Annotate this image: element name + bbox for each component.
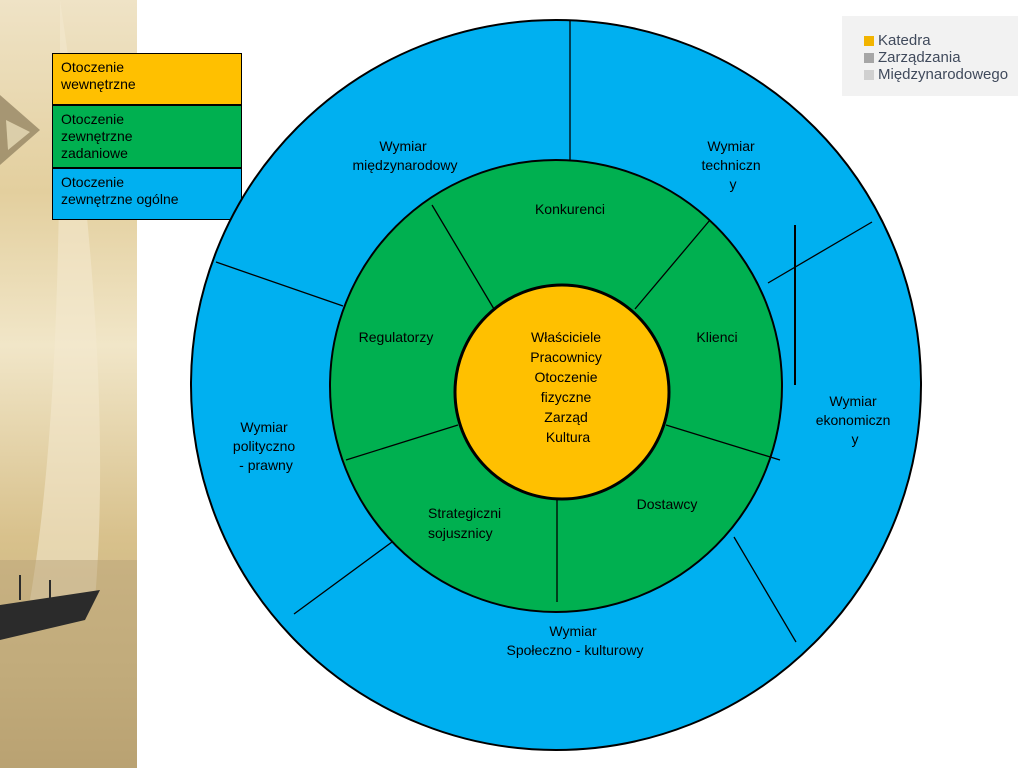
legend-task-line-3: zadaniowe xyxy=(61,145,128,161)
label-regulatorzy: Regulatorzy xyxy=(359,329,434,345)
middle-divider xyxy=(431,204,495,310)
label-wymiar-techniczny: Wymiar techniczn y xyxy=(701,138,764,192)
middle-divider xyxy=(665,424,781,461)
label-klienci: Klienci xyxy=(696,329,737,345)
legend-task-environment: Otoczenie zewnętrzne zadaniowe xyxy=(52,105,242,168)
department-logo: Katedra Zarządzania Międzynarodowego xyxy=(842,16,1018,96)
outer-divider xyxy=(215,261,344,307)
middle-divider xyxy=(345,424,459,461)
label-wymiar-ekonomiczny: Wymiar ekonomiczn y xyxy=(816,393,895,447)
logo-line-2: Zarządzania xyxy=(878,49,961,66)
middle-ring-dividers xyxy=(345,204,781,602)
logo-line-1: Katedra xyxy=(878,32,931,49)
legend-internal-line-2: wewnętrzne xyxy=(61,76,136,92)
legend-internal-line-1: Otoczenie xyxy=(61,59,125,75)
legend-task-line-1: Otoczenie xyxy=(61,111,125,127)
outer-divider xyxy=(733,536,797,643)
legend-general-line-1: Otoczenie xyxy=(61,174,125,190)
legend-general-line-2: zewnętrzne ogólne xyxy=(61,191,179,207)
label-wymiar-miedzynarodowy: Wymiar międzynarodowy xyxy=(352,138,457,173)
label-dostawcy: Dostawcy xyxy=(637,496,698,512)
legend-internal-environment: Otoczenie wewnętrzne xyxy=(52,53,242,105)
sail-illustration xyxy=(0,0,137,768)
logo-square-icon xyxy=(864,36,874,46)
logo-square-icon xyxy=(864,70,874,80)
legend-task-line-2: zewnętrzne xyxy=(61,128,133,144)
label-core-elements: Właściciele Pracownicy Otoczenie fizyczn… xyxy=(530,329,605,445)
outer-ring-dividers xyxy=(215,20,873,643)
label-wymiar-spoleczno-kulturowy: Wymiar Społeczno - kulturowy xyxy=(507,623,644,658)
logo-square-icon xyxy=(864,53,874,63)
middle-divider xyxy=(634,219,711,310)
label-strategiczni-sojusznicy: Strategiczni sojusznicy xyxy=(428,505,505,541)
outer-divider xyxy=(293,541,393,615)
outer-divider xyxy=(767,221,873,284)
legend-general-environment: Otoczenie zewnętrzne ogólne xyxy=(52,168,242,220)
logo-line-3: Międzynarodowego xyxy=(878,66,1009,83)
label-wymiar-polityczno-prawny: Wymiar polityczno - prawny xyxy=(233,419,299,473)
label-konkurenci: Konkurenci xyxy=(535,201,605,217)
core-internal-environment xyxy=(453,283,671,501)
